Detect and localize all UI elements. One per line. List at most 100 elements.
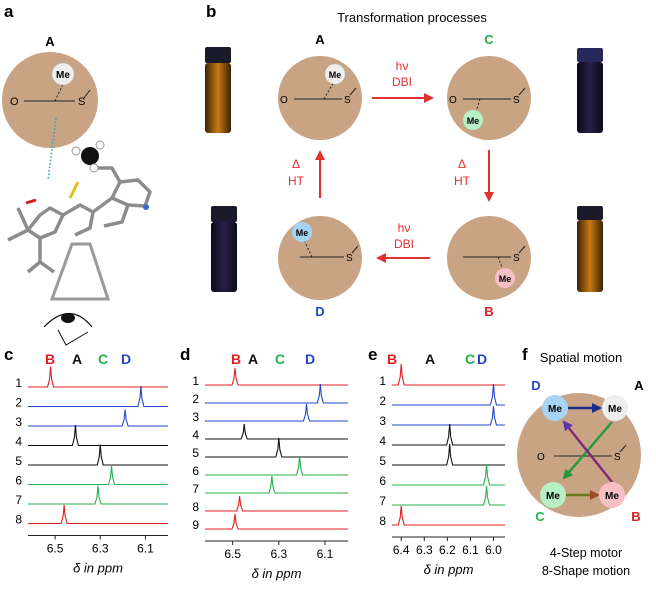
arrow-a-to-c [562,421,613,480]
s-o-bond [83,89,91,99]
panel-label-d: d [180,345,190,364]
spectrum-header-a: A [425,351,435,367]
spectrum-trace [205,475,348,494]
label-c: C [535,509,545,524]
row-label: 6 [15,474,22,488]
state-a-me: Me [329,70,342,80]
x-tick-label: 6.5 [224,547,241,561]
x-tick-label: 6.3 [92,542,109,556]
state-a-atom-o: O [280,95,288,106]
arrow-b-to-d [562,420,613,483]
x-tick-label: 6.0 [485,543,502,557]
row-label: 2 [192,392,199,406]
panel-label-a: a [4,2,14,21]
spectrum-trace [392,383,505,406]
me-ball-b [599,482,625,508]
arrow-d-to-a-ht: HT [288,174,305,188]
disk-so [619,444,627,453]
spectrum-trace [205,403,348,422]
row-label: 6 [379,474,386,488]
state-label-a: A [45,34,55,49]
spectrum-trace [205,423,348,440]
spectrum-trace [205,367,348,386]
panel-label-f: f [522,345,528,364]
panel-f: Spatial motion D A C B O S Me Me Me Me 4… [517,350,644,578]
spectrum-trace [392,423,505,446]
hydrogen-3 [89,163,99,173]
me-ball-d [542,395,568,421]
spectrum-trace [28,466,168,486]
x-tick-label: 6.2 [439,543,456,557]
row-label: 5 [192,446,199,460]
row-label: 1 [192,374,199,388]
panel-label-b: b [206,2,216,21]
state-a-atom-s: S [344,95,351,106]
row-label: 5 [379,454,386,468]
state-d-atom-s: S [346,253,353,264]
spectrum-trace [205,513,348,530]
state-d-me: Me [296,228,309,238]
spectrum-trace [392,443,505,466]
spectrum-header-c: C [98,351,108,367]
panel-a: A O S Me [2,34,152,346]
state-c-so [518,87,526,96]
panel-f-title: Spatial motion [540,350,622,365]
spectrum-header-c: C [465,351,475,367]
row-label: 3 [15,415,22,429]
row-label: 5 [15,454,22,468]
vial-b-image [577,206,603,292]
row-label: 4 [192,428,199,442]
state-c: C O S Me [447,32,531,140]
state-d: S Me D [278,216,362,319]
state-b-me: Me [499,274,512,284]
state-a-so [349,87,357,96]
viewer-outline [57,329,89,346]
row-label: 3 [192,410,199,424]
row-label: 1 [15,376,22,390]
spectrum-trace [28,424,168,447]
x-tick-label: 6.3 [270,547,287,561]
spectrum-header-d: D [477,351,487,367]
row-label: 6 [192,464,199,478]
arrow-d-to-a-delta: Δ [292,157,300,171]
spectrum-trace [392,363,505,386]
row-label: 7 [15,493,22,507]
spectrum-header-a: A [72,351,82,367]
arrow-b-to-d-dbi: DBI [394,237,414,251]
spectrum-header-d: D [121,351,131,367]
disk-atom-o: O [537,452,545,463]
caption-line-1: 4-Step motor [550,546,622,560]
me-ball-a [602,395,628,421]
state-b-label: B [484,304,493,319]
me-a-label: Me [608,404,622,415]
row-label: 9 [192,518,199,532]
row-label: 2 [379,394,386,408]
state-c-me-ball [463,110,483,130]
spectrum-trace [392,486,505,506]
arrow-a-to-c-dbi: DBI [392,75,412,89]
x-axis-label: δ in ppm [252,566,302,581]
state-d-me-ball [292,222,312,242]
vial-a-image [205,47,231,133]
view-funnel [49,242,111,301]
state-d-dash [303,239,313,258]
me-b-label: Me [605,491,619,502]
spectrum-trace [28,505,168,525]
nitrogen-atom [143,204,149,210]
so-bond-3d [68,181,80,199]
state-d-label: D [315,304,324,319]
me-label: Me [56,70,70,81]
state-c-atom-o: O [449,95,457,106]
label-d: D [531,378,540,393]
panel-b: Transformation processes A O S Me C O S … [205,10,603,319]
spectrum-header-b: B [45,351,55,367]
row-label: 3 [379,414,386,428]
x-tick-label: 6.1 [317,547,334,561]
row-label: 8 [15,513,22,527]
spectrum-trace [28,485,168,505]
me-c-label: Me [546,491,560,502]
arrow-a-to-c-hv: hν [396,59,409,73]
